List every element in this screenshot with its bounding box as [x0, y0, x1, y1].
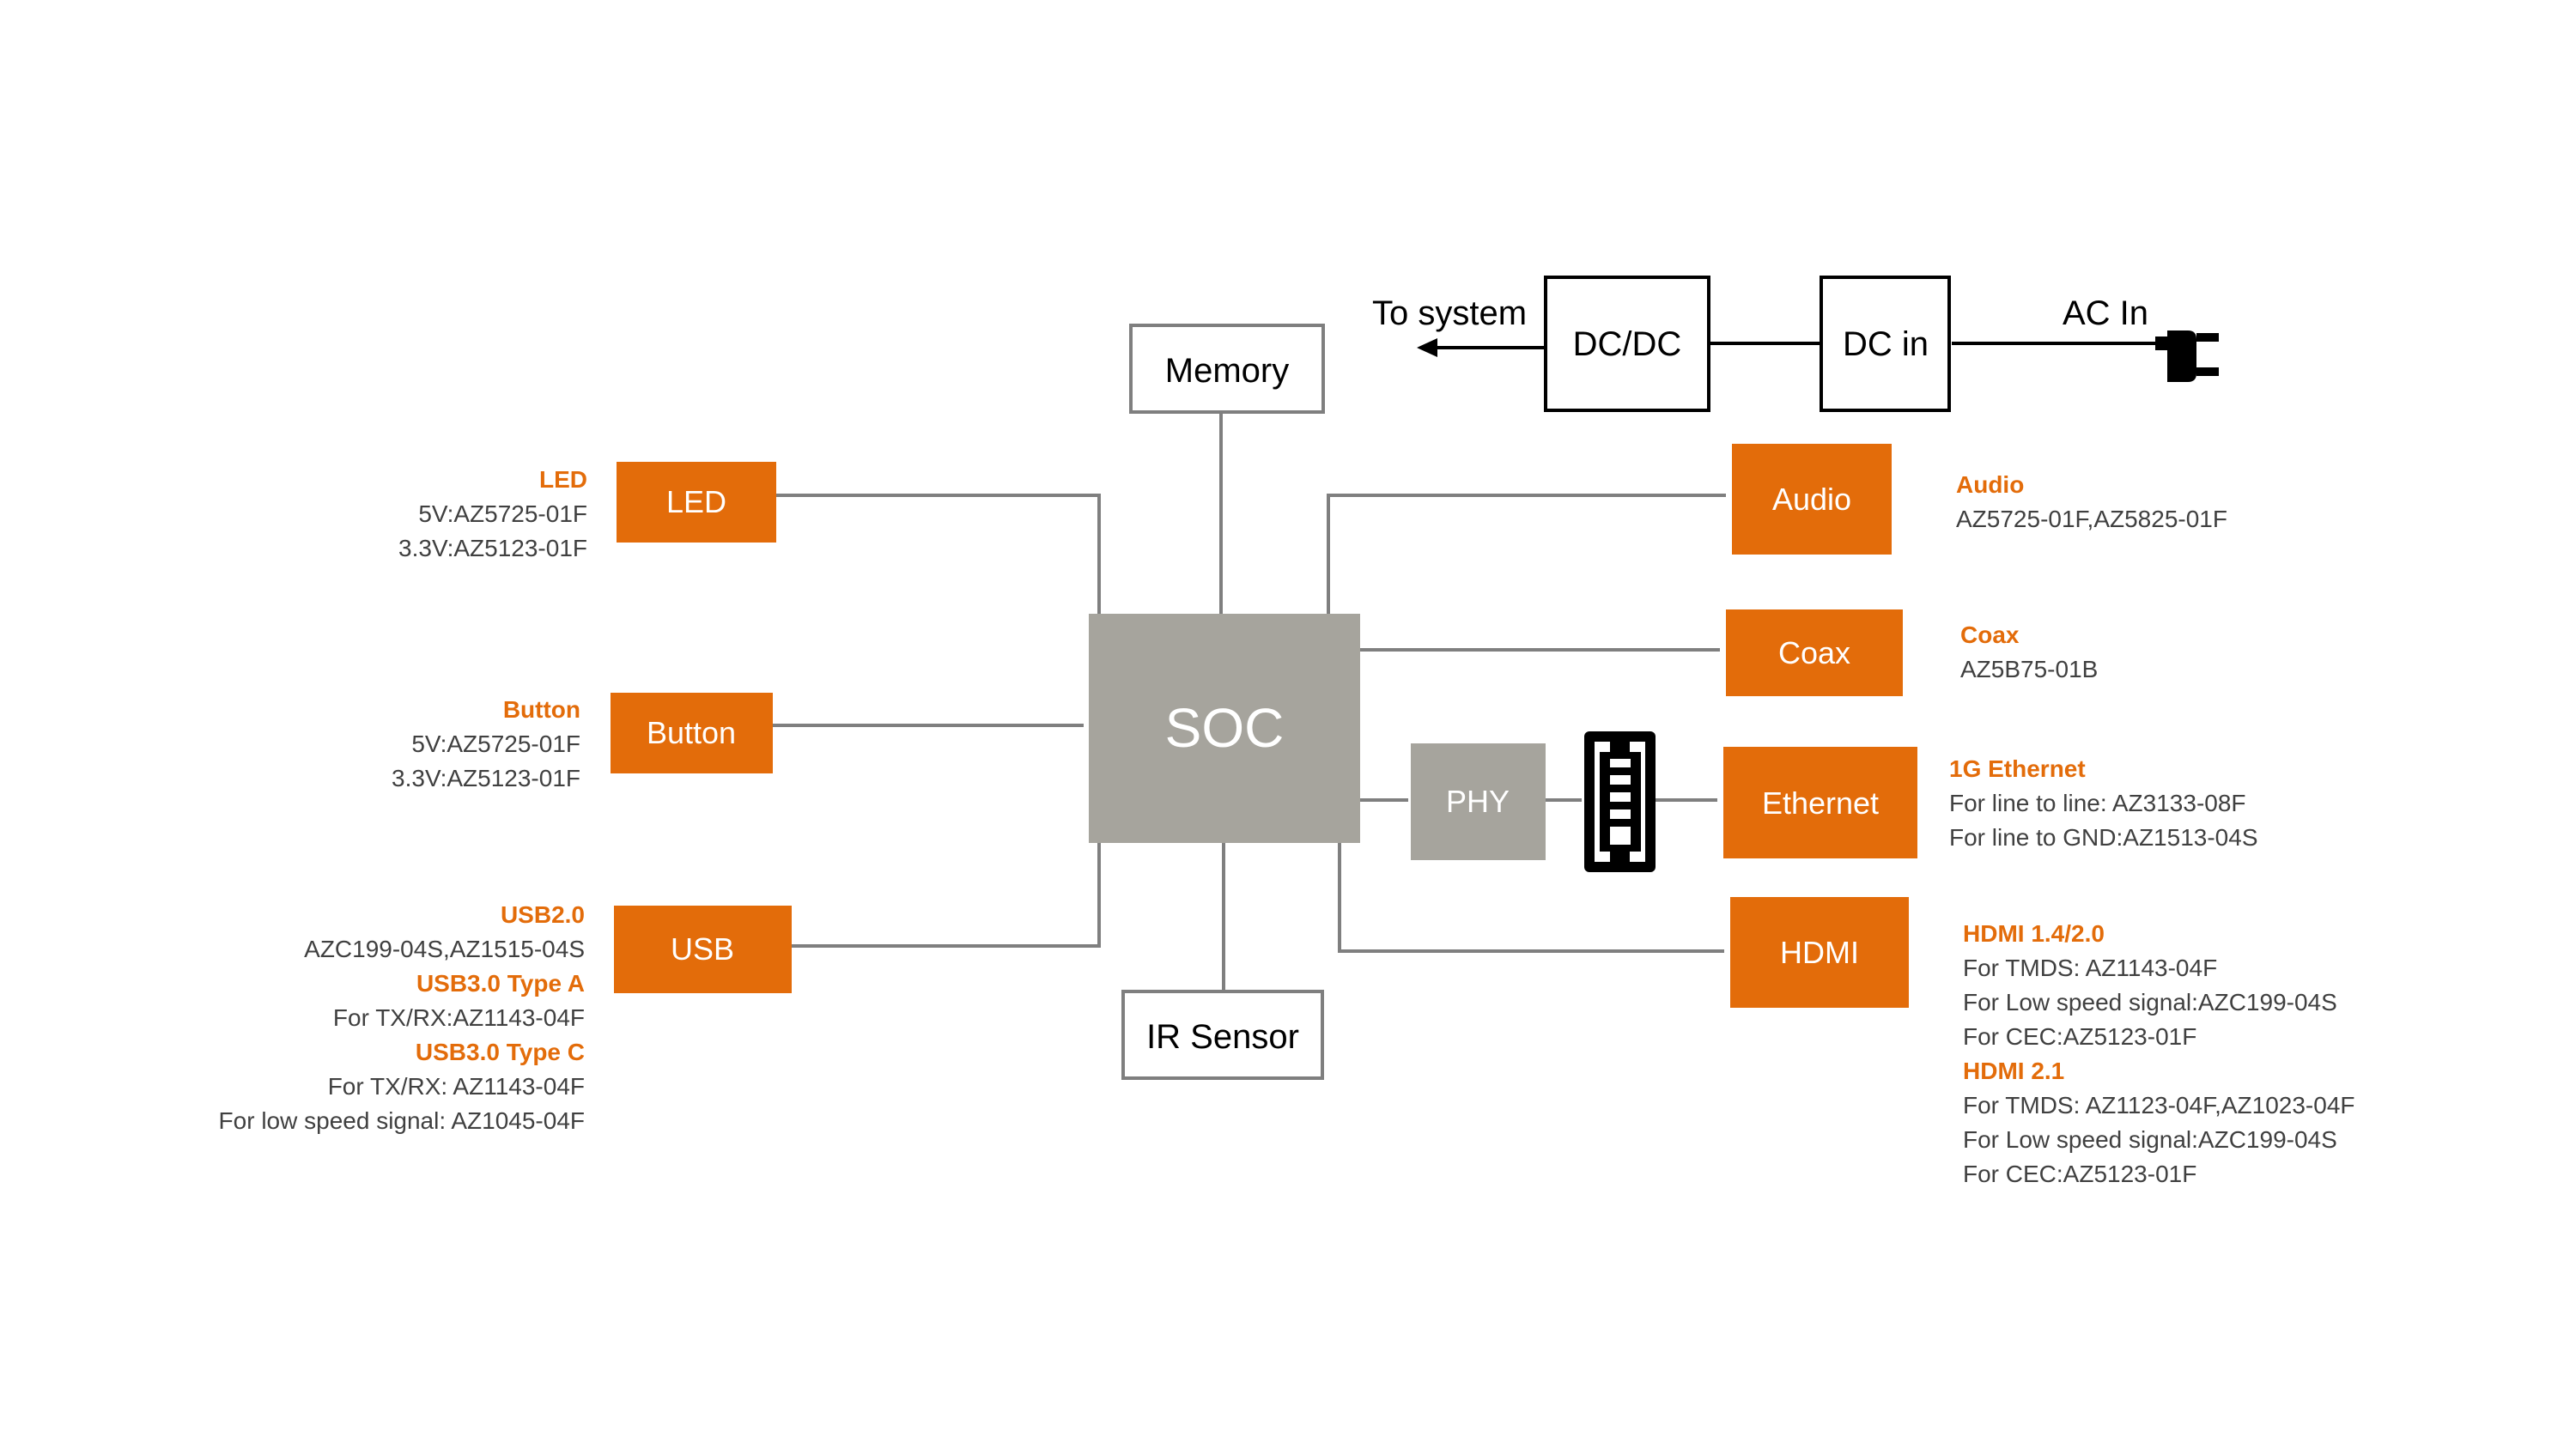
coax-note-title: Coax: [1960, 621, 2020, 648]
to-system-label: To system: [1372, 294, 1527, 332]
ethernet-transformer-icon: [1584, 731, 1656, 872]
led-label: LED: [666, 484, 726, 519]
led-note-line: 5V:AZ5725-01F: [418, 500, 587, 527]
audio-note-title: Audio: [1956, 471, 2024, 498]
ethernet-label: Ethernet: [1762, 785, 1879, 821]
dcin-box: [1820, 276, 1951, 412]
ethernet-note-line: For line to GND:AZ1513-04S: [1949, 824, 2258, 851]
memory-block: [1129, 324, 1325, 414]
power-chain: DC/DC DC in To system AC In: [1372, 276, 2219, 412]
audio-label: Audio: [1772, 482, 1851, 517]
ethernet-block: [1723, 747, 1917, 858]
led-note-title: LED: [539, 466, 587, 493]
usb-note-line: For TX/RX:AZ1143-04F: [333, 1004, 585, 1031]
dcdc-label: DC/DC: [1573, 325, 1682, 363]
memory-label: Memory: [1165, 352, 1289, 390]
coax-block: [1726, 609, 1903, 696]
audio-block: [1732, 444, 1892, 555]
led-soc-line: [773, 494, 1101, 614]
led-block: [617, 462, 776, 543]
button-note-title: Button: [503, 696, 580, 723]
hdmi-note-title: HDMI 2.1: [1963, 1058, 2064, 1084]
coax-note-line: AZ5B75-01B: [1960, 656, 2098, 682]
button-block: [611, 693, 773, 773]
phy-label: PHY: [1446, 784, 1510, 819]
button-label: Button: [647, 715, 736, 750]
ethernet-note-title: 1G Ethernet: [1949, 755, 2086, 782]
led-note: LED 5V:AZ5725-01F 3.3V:AZ5123-01F: [398, 466, 587, 561]
led-note-line: 3.3V:AZ5123-01F: [398, 535, 587, 561]
connectors: [769, 412, 1726, 990]
audio-note: Audio AZ5725-01F,AZ5825-01F: [1956, 471, 2227, 532]
ac-in-label: AC In: [2063, 294, 2148, 332]
ir-sensor-label: IR Sensor: [1146, 1018, 1299, 1056]
button-note: Button 5V:AZ5725-01F 3.3V:AZ5123-01F: [392, 696, 580, 791]
usb-note-title: USB3.0 Type C: [416, 1039, 585, 1065]
usb-note-title: USB3.0 Type A: [416, 970, 585, 997]
usb-note: USB2.0 AZC199-04S,AZ1515-04S USB3.0 Type…: [219, 901, 585, 1134]
usb-block: [614, 906, 792, 993]
hdmi-label: HDMI: [1780, 935, 1859, 970]
soc-label: SOC: [1165, 697, 1285, 759]
usb-note-line: AZC199-04S,AZ1515-04S: [304, 936, 585, 962]
hdmi-note-line: For TMDS: AZ1143-04F: [1963, 955, 2217, 981]
usb-note-line: For TX/RX: AZ1143-04F: [328, 1073, 585, 1100]
coax-note: Coax AZ5B75-01B: [1960, 621, 2098, 682]
usb-soc-line: [788, 843, 1101, 948]
ir-sensor-block: [1121, 990, 1324, 1080]
power-plug-icon: [2155, 330, 2219, 382]
usb-label: USB: [671, 931, 734, 967]
hdmi-block: [1730, 897, 1909, 1008]
hdmi-note-line: For Low speed signal:AZC199-04S: [1963, 1126, 2337, 1153]
hdmi-soc-line: [1338, 843, 1724, 953]
to-system-arrowhead: [1417, 338, 1437, 357]
hdmi-note-line: For CEC:AZ5123-01F: [1963, 1023, 2196, 1050]
coax-label: Coax: [1778, 635, 1850, 670]
dcdc-box: [1544, 276, 1710, 412]
ethernet-note-line: For line to line: AZ3133-08F: [1949, 790, 2246, 816]
ethernet-note: 1G Ethernet For line to line: AZ3133-08F…: [1949, 755, 2258, 851]
hdmi-note: HDMI 1.4/2.0 For TMDS: AZ1143-04F For Lo…: [1963, 920, 2355, 1187]
usb-note-line: For low speed signal: AZ1045-04F: [219, 1107, 585, 1134]
audio-note-line: AZ5725-01F,AZ5825-01F: [1956, 506, 2227, 532]
button-note-line: 5V:AZ5725-01F: [411, 731, 580, 757]
soc-block: [1089, 614, 1360, 843]
usb-note-title: USB2.0: [501, 901, 585, 928]
hdmi-note-line: For Low speed signal:AZC199-04S: [1963, 989, 2337, 1016]
audio-soc-line: [1327, 494, 1726, 614]
button-note-line: 3.3V:AZ5123-01F: [392, 765, 580, 791]
dcin-label: DC in: [1843, 325, 1929, 363]
hdmi-note-line: For TMDS: AZ1123-04F,AZ1023-04F: [1963, 1092, 2355, 1119]
phy-block: [1411, 743, 1546, 860]
hdmi-note-line: For CEC:AZ5123-01F: [1963, 1161, 2196, 1187]
hdmi-note-title: HDMI 1.4/2.0: [1963, 920, 2105, 947]
